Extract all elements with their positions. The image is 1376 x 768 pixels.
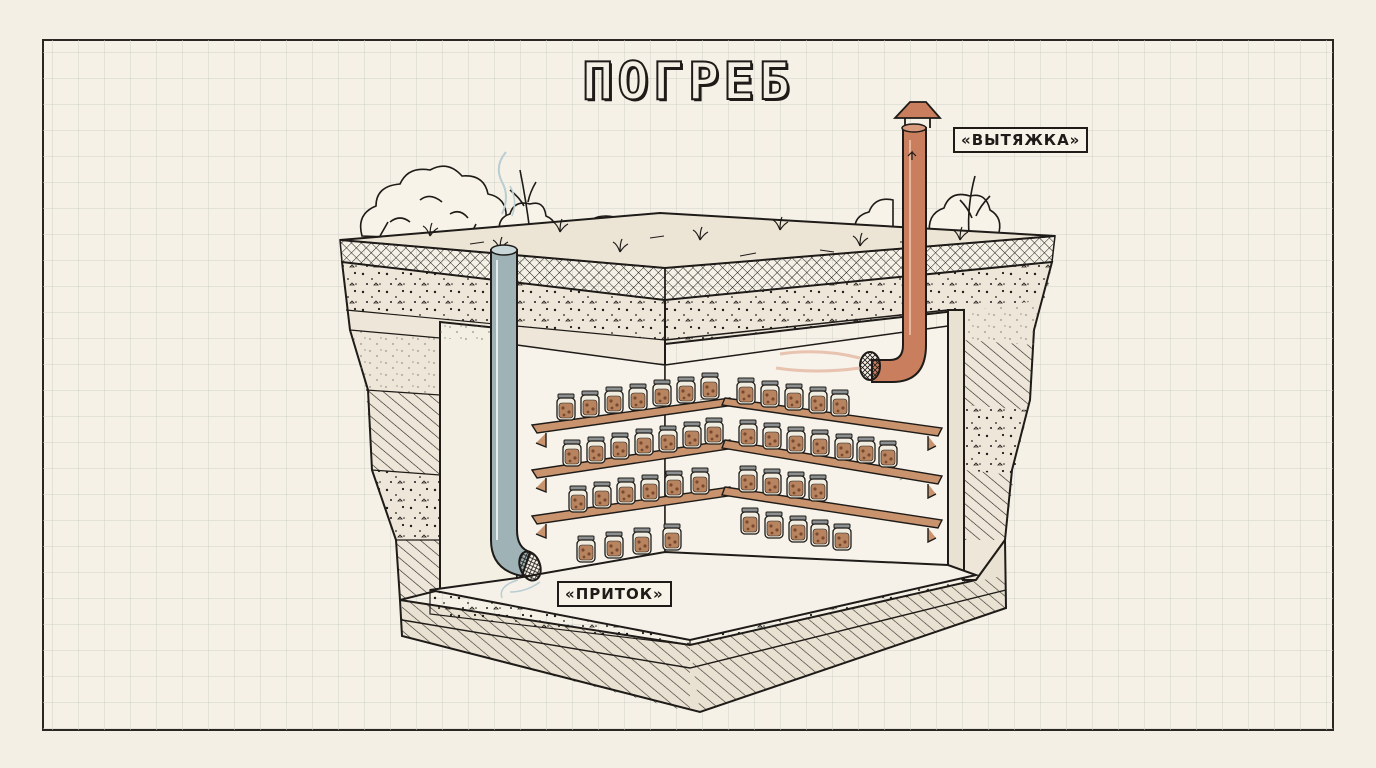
intake-label: «ПРИТОК» <box>557 581 672 607</box>
shelves-right <box>720 397 944 544</box>
exhaust-label: «ВЫТЯЖКА» <box>953 127 1089 153</box>
intake-pipe <box>490 151 542 599</box>
mesh-grille-icon <box>859 351 881 381</box>
pipe-cap-icon <box>892 101 942 119</box>
exhaust-pipe <box>775 101 942 383</box>
page-title: ПОГРЕБ <box>581 51 794 113</box>
mesh-grille-icon <box>518 550 542 582</box>
